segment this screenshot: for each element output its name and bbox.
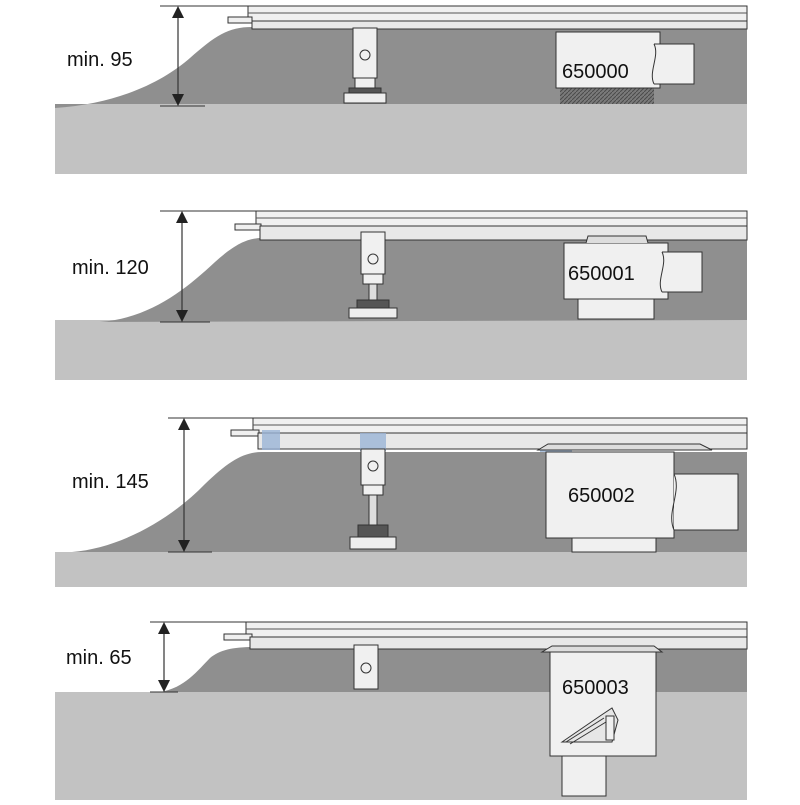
channel-lip	[223, 633, 253, 641]
drain-body	[555, 31, 695, 104]
adjustable-foot	[348, 231, 398, 319]
drain-code-4: 650003	[562, 677, 629, 699]
foot-highlight	[360, 433, 386, 451]
channel-lip	[230, 429, 260, 437]
panel-1: 650000 min. 95	[55, 5, 748, 174]
drain-code-1: 650000	[562, 61, 629, 83]
drain-code-2: 650001	[568, 263, 635, 285]
height-dimension	[150, 621, 250, 693]
channel-lip	[234, 223, 262, 231]
drain-body	[536, 443, 739, 553]
channel-body	[249, 636, 748, 650]
drain-body	[540, 645, 664, 797]
adjustable-foot	[349, 448, 397, 550]
adjustable-foot	[343, 27, 387, 104]
panel-3: 650002 min. 145	[55, 417, 748, 587]
drain-body	[563, 235, 703, 320]
channel-body	[259, 225, 748, 241]
height-label-3: min. 145	[72, 471, 149, 493]
height-dimension	[168, 417, 256, 553]
drain-code-3: 650002	[568, 485, 635, 507]
height-label-1: min. 95	[67, 49, 133, 71]
channel-body	[251, 20, 748, 30]
adjustable-foot	[353, 644, 379, 690]
concrete-slab	[55, 552, 747, 587]
screed-layer	[160, 647, 747, 692]
height-dimension	[160, 5, 250, 107]
channel-highlight	[262, 430, 280, 450]
concrete-slab	[55, 320, 747, 380]
panel-2: 650001 min. 120	[55, 210, 748, 380]
height-dimension	[160, 210, 258, 323]
channel-lip	[227, 16, 253, 24]
panel-4: 650003 min. 65	[55, 621, 748, 800]
concrete-slab	[55, 104, 747, 174]
height-label-4: min. 65	[66, 647, 132, 669]
height-label-2: min. 120	[72, 257, 149, 279]
